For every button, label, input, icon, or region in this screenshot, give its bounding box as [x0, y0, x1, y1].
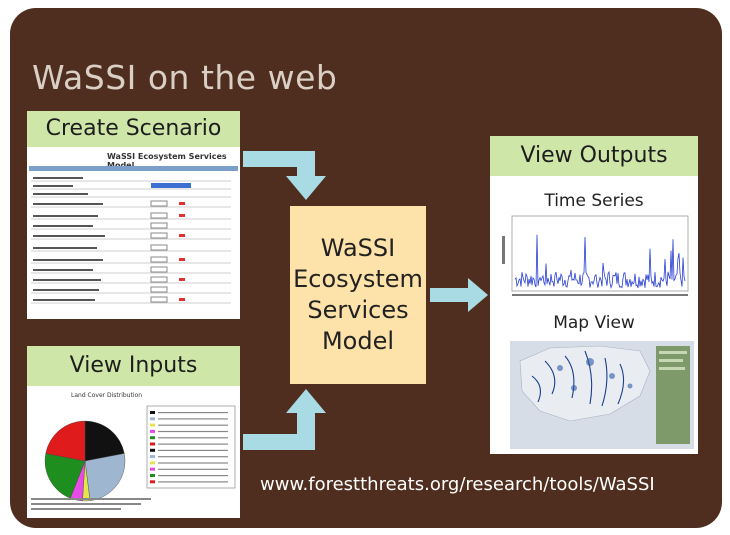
legend-swatch	[150, 423, 155, 427]
view-outputs-panel: View Outputs Time Series	[490, 136, 698, 454]
legend-text-line	[158, 430, 228, 433]
create-scenario-form	[31, 175, 236, 315]
legend-swatch	[150, 467, 155, 471]
land-cover-legend	[146, 405, 236, 489]
arrow-model-to-outputs	[430, 278, 488, 312]
legend-text-line	[158, 418, 228, 420]
slide-title: WaSSI on the web	[32, 58, 338, 97]
map-view-image	[510, 341, 694, 449]
model-line-2: Ecosystem	[293, 265, 423, 293]
legend-text-line	[158, 468, 228, 470]
map-view-title: Map View	[553, 313, 635, 333]
pie-slice	[44, 453, 86, 499]
form-rows-graphic	[31, 177, 231, 304]
legend-text-line	[158, 449, 228, 451]
flow-arrows	[243, 151, 488, 450]
legend-swatch	[150, 480, 155, 484]
legend-swatch	[150, 461, 155, 465]
time-series-chart	[502, 215, 689, 296]
legend-swatch	[150, 417, 155, 421]
legend-text-line	[158, 443, 228, 445]
pie-slice	[84, 420, 125, 462]
arrow-create-to-model	[243, 151, 326, 200]
legend-text-line	[158, 412, 228, 414]
create-scenario-screen-title: WaSSI Ecosystem Services Model	[107, 152, 227, 170]
model-line-4: Model	[321, 327, 395, 355]
outputs-graphics	[502, 215, 694, 449]
create-scenario-panel: Create Scenario WaSSI Ecosystem Services…	[27, 111, 240, 319]
pie-title: Land Cover Distribution	[71, 392, 143, 399]
view-inputs-panel: View Inputs Land Cover Distribution	[27, 346, 240, 518]
legend-text-line	[158, 481, 228, 483]
arrow-inputs-to-model	[243, 389, 326, 450]
legend-text-line	[158, 475, 228, 477]
legend-text-line	[158, 456, 228, 458]
model-line-3: Services	[307, 296, 409, 324]
model-line-1: WaSSI	[320, 234, 396, 262]
legend-swatch	[150, 455, 155, 459]
view-outputs-heading: View Outputs	[490, 136, 698, 176]
create-scenario-heading: Create Scenario	[27, 111, 240, 147]
legend-swatch	[150, 411, 155, 414]
pie-slice	[45, 420, 86, 462]
create-scenario-nav-bar	[29, 166, 238, 171]
legend-swatch	[150, 474, 155, 477]
legend-text-line	[158, 462, 228, 464]
legend-text-line	[158, 437, 228, 439]
website-url: www.forestthreats.org/research/tools/WaS…	[260, 474, 655, 495]
legend-text-line	[158, 424, 228, 426]
wassi-model-box: WaSSI Ecosystem Services Model	[290, 206, 426, 384]
legend-swatch	[150, 429, 155, 433]
view-inputs-heading: View Inputs	[27, 346, 240, 386]
land-cover-graphic	[31, 405, 236, 510]
time-series-title: Time Series	[544, 191, 644, 211]
land-cover-pie	[44, 420, 126, 502]
legend-swatch	[150, 448, 155, 452]
legend-swatch	[150, 436, 155, 440]
legend-swatch	[150, 442, 155, 446]
slide: WaSSI on the web Create Scenario WaSSI E…	[10, 8, 722, 528]
